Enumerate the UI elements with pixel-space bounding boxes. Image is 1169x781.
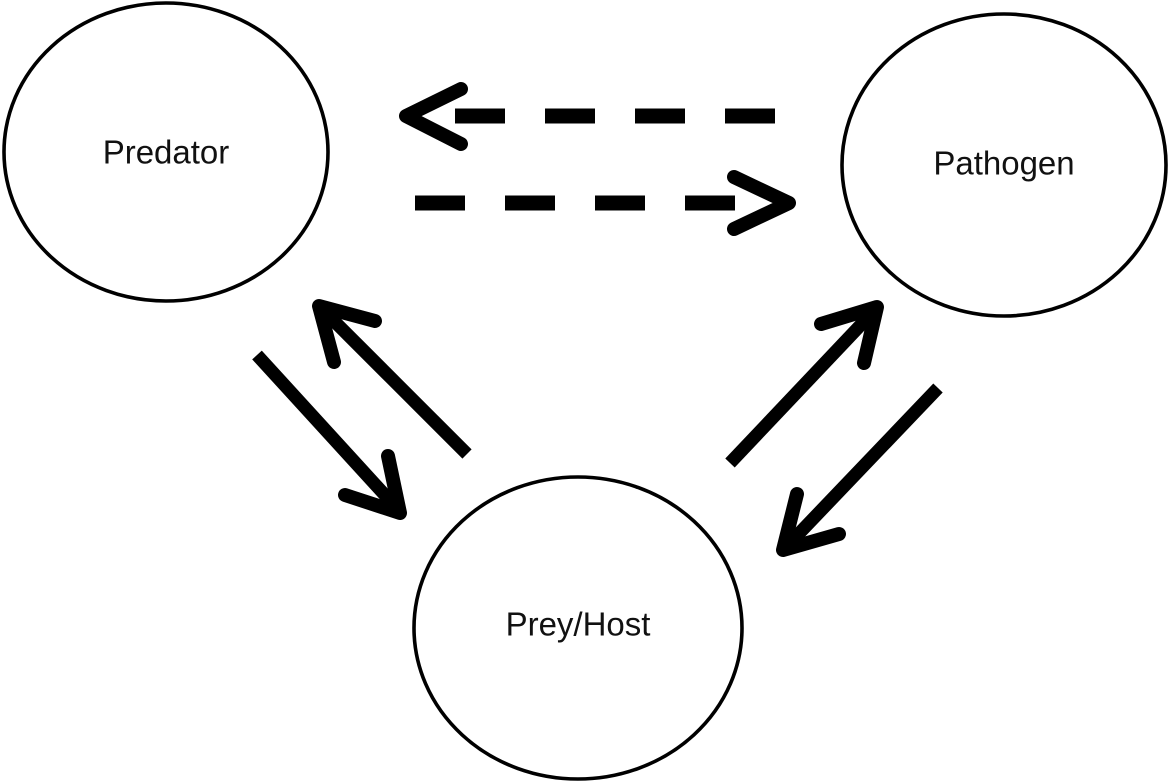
node-prey-host: Prey/Host: [412, 475, 744, 781]
solid-line-up-left: [319, 306, 472, 459]
arrowhead-right-icon: [727, 170, 796, 236]
edge-predator-to-prey-host-solid-arrow: [252, 350, 407, 520]
prey-host-circle: [412, 475, 744, 781]
solid-line-down-right: [252, 350, 399, 510]
node-pathogen: Pathogen: [840, 12, 1168, 318]
edge-prey-host-to-predator-solid-arrow: [312, 299, 472, 459]
arrowhead-up-right-icon: [814, 300, 884, 370]
predator-circle: [2, 1, 330, 303]
solid-line-down-left: [783, 383, 943, 550]
edge-pathogen-to-predator-dashed-arrow: [399, 82, 778, 151]
prey-host-label: Prey/Host: [506, 606, 651, 643]
edge-pathogen-to-prey-host-solid-arrow: [776, 383, 943, 557]
pathogen-circle: [840, 12, 1168, 318]
arrowhead-down-right-icon: [338, 449, 407, 520]
pathogen-label: Pathogen: [933, 145, 1074, 182]
arrowhead-up-left-icon: [312, 299, 382, 369]
arrowhead-left-icon: [399, 82, 468, 151]
edge-predator-to-pathogen-dashed-arrow: [415, 170, 796, 236]
node-predator: Predator: [2, 1, 330, 303]
predator-label: Predator: [103, 134, 230, 171]
arrowhead-down-left-icon: [776, 487, 846, 557]
solid-line-up-right: [725, 307, 878, 468]
edge-prey-host-to-pathogen-solid-arrow: [725, 300, 884, 468]
